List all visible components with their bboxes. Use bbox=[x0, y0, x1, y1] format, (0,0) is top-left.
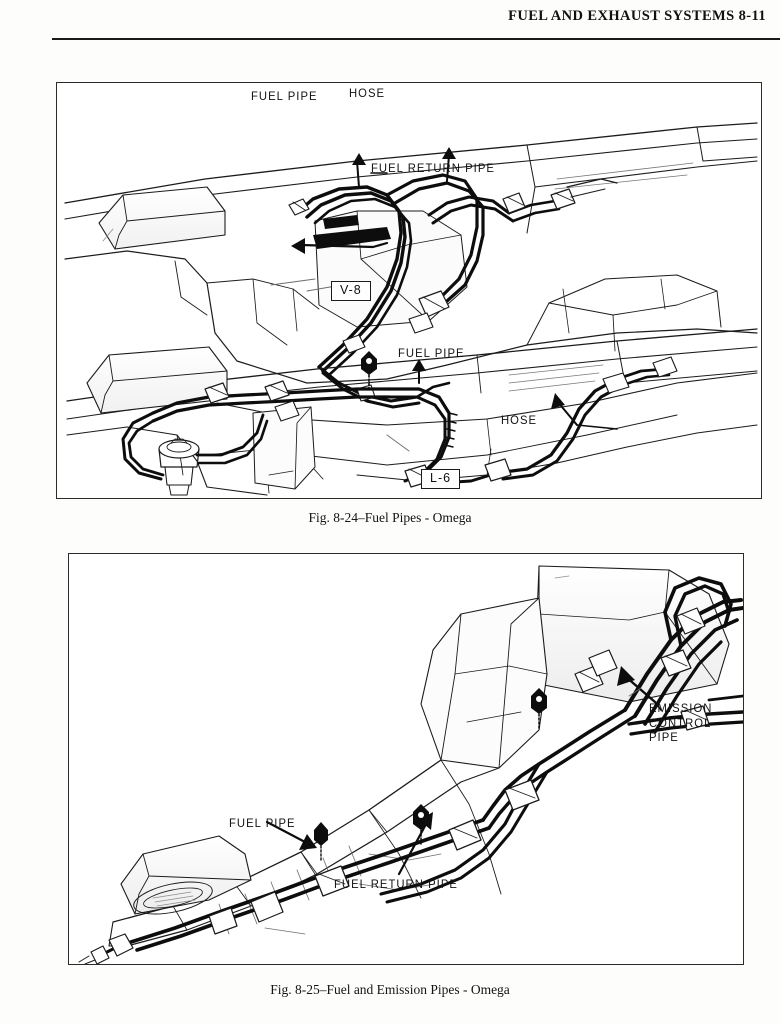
figure-8-25-frame: FUEL PIPE FUEL RETURN PIPE EMISSION CONT… bbox=[68, 553, 744, 965]
callout-fuel-return-pipe-emission-figure: FUEL RETURN PIPE bbox=[334, 877, 458, 891]
callout-fuel-pipe-l6: FUEL PIPE bbox=[398, 346, 465, 360]
figure-8-24-illustration bbox=[64, 122, 758, 496]
callout-fuel-pipe-v8: FUEL PIPE bbox=[251, 89, 318, 103]
callout-emission-control-pipe: EMISSION CONTROL PIPE bbox=[649, 701, 713, 745]
figure-8-25-illustration bbox=[78, 565, 743, 964]
callout-hose-l6: HOSE bbox=[501, 413, 538, 427]
variant-tag-l6: L-6 bbox=[421, 469, 461, 489]
callout-hose-v8: HOSE bbox=[349, 86, 386, 100]
page-header-title: FUEL AND EXHAUST SYSTEMS 8-11 bbox=[508, 8, 766, 24]
figure-8-25-caption: Fig. 8-25–Fuel and Emission Pipes - Omeg… bbox=[270, 982, 510, 997]
page-header: FUEL AND EXHAUST SYSTEMS 8-11 bbox=[0, 8, 780, 40]
figure-8-24-frame: FUEL PIPE HOSE FUEL RETURN PIPE V-8 FUEL… bbox=[56, 82, 762, 499]
callout-fuel-return-pipe-v8: FUEL RETURN PIPE bbox=[371, 161, 495, 175]
callout-fuel-pipe-emission-figure: FUEL PIPE bbox=[229, 816, 296, 830]
variant-tag-v8: V-8 bbox=[331, 281, 371, 301]
header-rule bbox=[52, 38, 780, 40]
figure-8-24-caption: Fig. 8-24–Fuel Pipes - Omega bbox=[308, 510, 472, 525]
